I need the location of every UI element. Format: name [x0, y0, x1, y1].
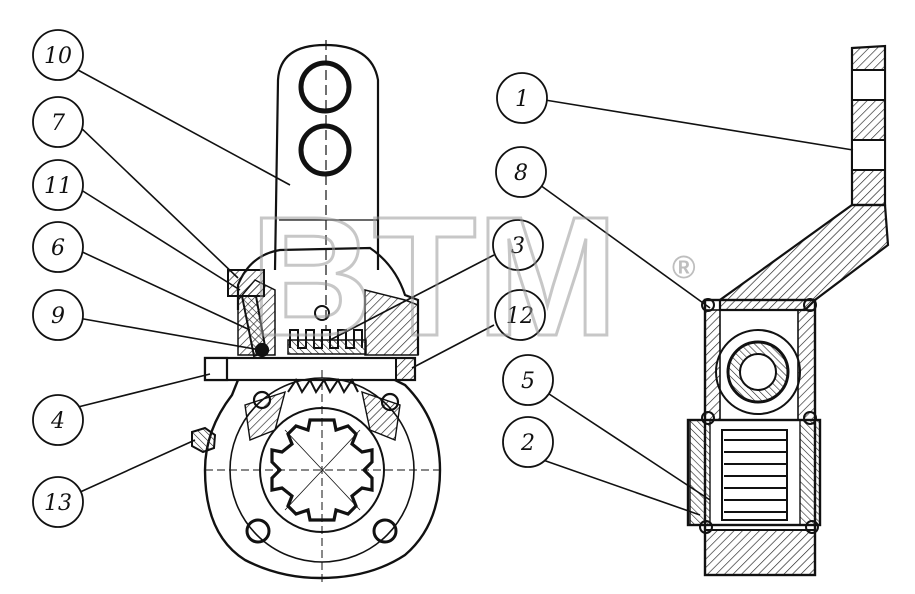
- worm-shaft-end-right: [395, 357, 416, 381]
- mount-hole-right: [372, 518, 398, 544]
- callout-11: 11: [32, 159, 84, 211]
- leader-12: [411, 324, 495, 369]
- callout-2: 2: [502, 416, 554, 468]
- callout-6-label: 6: [51, 236, 65, 261]
- arm-hole-upper: [298, 60, 352, 114]
- lever-arm: [273, 43, 380, 271]
- leader-11: [77, 187, 241, 291]
- seal-top-right: [803, 298, 817, 312]
- side-gear-teeth: [724, 439, 786, 513]
- arm-hole-lower: [298, 123, 352, 177]
- callout-12-label: 12: [506, 304, 534, 329]
- side-body-hatch-left: [704, 309, 721, 421]
- callout-11-label: 11: [44, 174, 72, 199]
- seal-lower-right: [805, 520, 819, 534]
- leader-3: [329, 254, 495, 341]
- callout-3: 3: [492, 219, 544, 271]
- wheel-hatch-right: [361, 390, 401, 441]
- callout-7-label: 7: [51, 111, 65, 136]
- side-lever-hole-1: [851, 69, 886, 101]
- callout-1: 1: [496, 72, 548, 124]
- callout-5-label: 5: [521, 369, 535, 394]
- seal-top-left: [701, 298, 715, 312]
- callout-5: 5: [502, 354, 554, 406]
- watermark-registered-mark: ®: [672, 249, 696, 285]
- callout-3-label: 3: [511, 234, 525, 259]
- wheel-diag-2: [284, 429, 361, 511]
- callout-9: 9: [32, 289, 84, 341]
- side-body-hatch-right: [797, 309, 816, 421]
- side-gear-hatch-right: [799, 419, 821, 526]
- callout-1-label: 1: [515, 87, 529, 112]
- leader-13: [77, 439, 196, 494]
- grease-fitting: [191, 426, 217, 454]
- leader-9: [77, 317, 261, 351]
- worm-shaft-end-left: [203, 356, 229, 382]
- side-lever-diagonal: [718, 203, 890, 312]
- callout-10-label: 10: [44, 44, 72, 69]
- callout-9-label: 9: [51, 304, 65, 329]
- worm-body: [287, 339, 367, 355]
- wheel-hatch-left: [244, 390, 287, 441]
- seal-lower-left: [699, 520, 713, 534]
- leader-1: [544, 99, 854, 151]
- side-gear-hatch-left: [689, 419, 711, 526]
- callout-4: 4: [32, 394, 84, 446]
- seal-bottom-left: [701, 411, 715, 425]
- side-bottom: [704, 529, 816, 576]
- leader-10: [77, 69, 291, 186]
- front-view: [191, 40, 442, 585]
- seal-bottom-right: [803, 411, 817, 425]
- mount-hole-left: [245, 518, 271, 544]
- callouts: 10 7 11 6 9 4 13 3: [32, 29, 554, 528]
- callout-6: 6: [32, 221, 84, 273]
- side-view: [686, 44, 890, 577]
- callout-13: 13: [32, 476, 84, 528]
- leader-7: [77, 124, 239, 279]
- side-lever-hole-2: [851, 139, 886, 171]
- callout-7: 7: [32, 96, 84, 148]
- leader-4: [77, 373, 211, 408]
- watermark-text: BTM: [250, 182, 618, 372]
- leader-6: [77, 249, 251, 331]
- leader-8: [539, 184, 711, 309]
- callout-13-label: 13: [44, 491, 72, 516]
- callout-2-label: 2: [520, 431, 535, 456]
- side-gear-core: [721, 429, 788, 521]
- leader-5: [542, 389, 711, 501]
- mount-hole-top-left: [252, 390, 272, 410]
- worm-center: [314, 305, 330, 321]
- leader-lines: [77, 69, 854, 516]
- side-worm-bore-outer: [715, 329, 801, 415]
- callout-10: 10: [32, 29, 84, 81]
- callout-4-label: 4: [50, 409, 65, 434]
- side-worm-bore-inner: [739, 353, 777, 391]
- watermark: BTM ®: [249, 181, 697, 374]
- callout-8-label: 8: [514, 161, 528, 186]
- leader-2: [542, 459, 701, 516]
- callout-8: 8: [495, 146, 547, 198]
- callout-12: 12: [494, 289, 546, 341]
- mount-hole-top-right: [380, 392, 400, 412]
- worm-wheel-teeth: [287, 378, 359, 394]
